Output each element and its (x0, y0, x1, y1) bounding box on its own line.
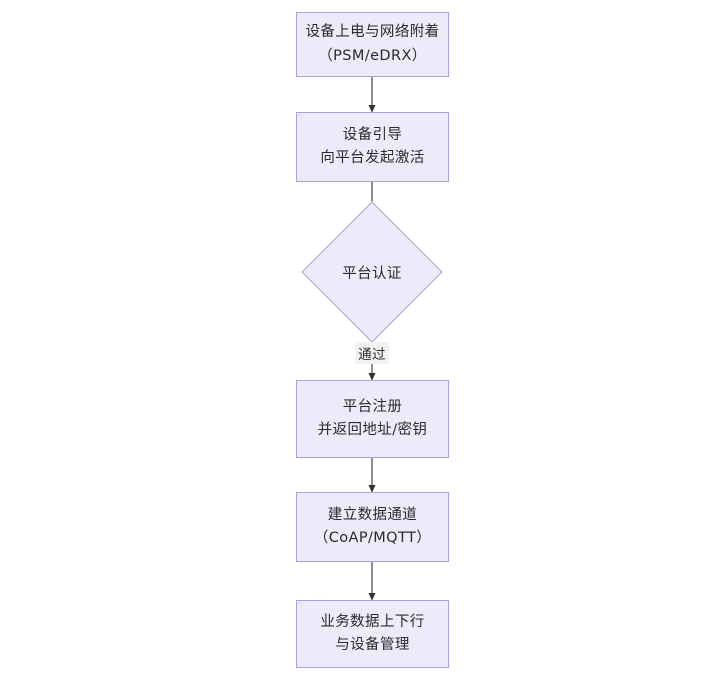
process-node-line1: 设备上电与网络附着 (305, 24, 440, 41)
edge-label-e3: 通过 (355, 342, 389, 364)
process-node-n4[interactable]: 平台注册并返回地址/密钥 (296, 380, 449, 458)
process-node-n1[interactable]: 设备上电与网络附着 （PSM/eDRX） (296, 12, 449, 77)
process-node-line2: 并返回地址/密钥 (317, 422, 428, 438)
process-node-n6[interactable]: 业务数据上下行与设备管理 (296, 600, 449, 668)
process-node-line2: 向平台发起激活 (320, 150, 425, 166)
process-node-line1: 平台注册 (342, 398, 403, 415)
process-node-line1: 设备引导 (342, 126, 403, 143)
process-node-line1: 业务数据上下行 (320, 613, 425, 630)
process-node-line2: （CoAP/MQTT） (313, 530, 432, 546)
decision-node-label: 平台认证 (342, 265, 402, 282)
process-node-n2[interactable]: 设备引导向平台发起激活 (296, 112, 449, 182)
process-node-line2: 与设备管理 (335, 637, 410, 653)
process-node-line2: （PSM/eDRX） (318, 47, 427, 64)
process-node-line1: 建立数据通道 (327, 506, 418, 523)
process-node-n5[interactable]: 建立数据通道 （CoAP/MQTT） (296, 492, 449, 562)
decision-node-n3[interactable]: 平台认证 (301, 201, 443, 343)
